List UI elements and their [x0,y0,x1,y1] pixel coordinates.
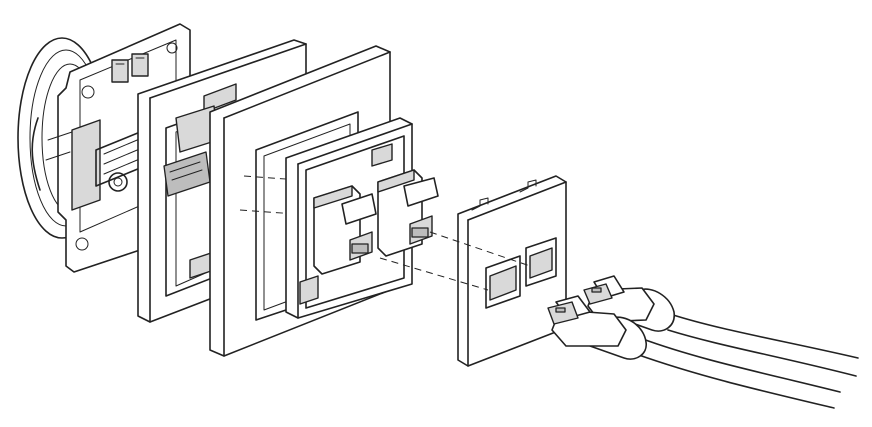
alignment-lines [379,231,531,291]
faceplate [457,175,567,367]
double-usb-module [285,117,439,319]
usb-cable-front [547,295,841,409]
